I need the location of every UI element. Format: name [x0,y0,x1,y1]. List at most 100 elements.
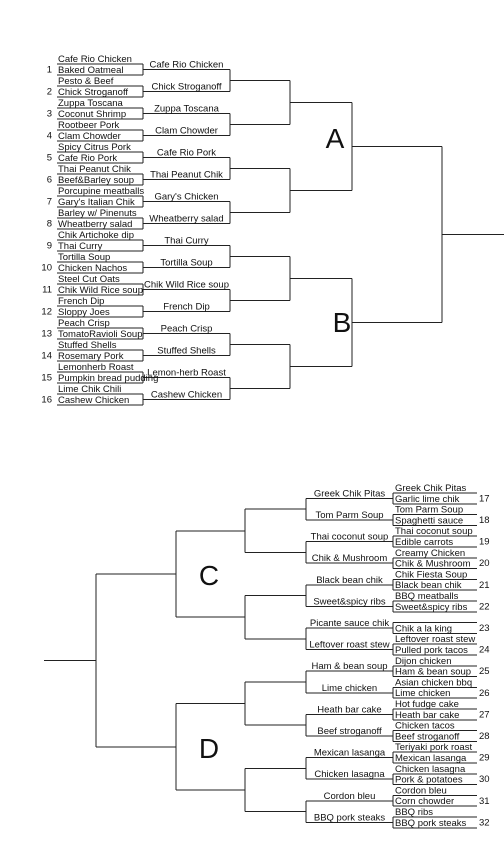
team-name: Cafe Rio Pork [58,153,117,164]
seed-number: 19 [479,537,490,548]
round2-team: Sweet&spicy ribs [313,596,386,607]
seed-number: 23 [479,623,490,634]
region-label-c: C [199,560,219,591]
team-name: Lime chicken [395,688,450,699]
round2-team: Chick Stroganoff [151,82,221,93]
seed-number: 24 [479,645,490,656]
team-name: BBQ meatballs [395,591,459,602]
round2-team: Thai Peanut Chik [150,170,223,181]
seed-number: 26 [479,688,490,699]
team-name: Baked Oatmeal [58,65,123,76]
team-name: Chik Wild Rice soup [58,285,143,296]
team-name: Chik & Mushroom [395,559,471,570]
round2-team: Zuppa Toscana [154,104,220,115]
team-name: French Dip [58,296,104,307]
round2-team: Tom Parm Soup [315,510,383,521]
round2-team: Black bean chik [316,575,383,586]
seed-number: 25 [479,666,490,677]
seed-number: 9 [47,241,52,252]
team-name: Heath bar cake [395,710,459,721]
team-name: Leftover roast stew [395,634,475,645]
seed-number: 5 [47,153,52,164]
team-name: Clam Chowder [58,131,121,142]
round2-team: Thai coconut soup [311,532,389,543]
round2-team: Lemon-herb Roast [147,368,226,379]
team-name: Thai Curry [58,241,103,252]
team-name: Ham & bean soup [395,667,471,678]
seed-number: 22 [479,601,490,612]
team-name: Chicken lasagna [395,764,466,775]
team-name: Greek Chik Pitas [395,483,467,494]
round2-team: Lime chicken [322,683,377,694]
team-name: Thai coconut soup [395,526,473,537]
seed-number: 12 [41,307,52,318]
team-name: Coconut Shrimp [58,109,126,120]
seed-number: 7 [47,197,52,208]
team-name: Pumpkin bread pudding [58,373,158,384]
team-name: Asian chicken bbq [395,677,472,688]
round2-team: Cashew Chicken [151,390,222,401]
seed-number: 21 [479,580,490,591]
round2-team: Chicken lasagna [314,769,385,780]
round2-team: Leftover roast stew [309,640,389,651]
round2-team: Thai Curry [164,236,209,247]
team-name: Black bean chik [395,580,462,591]
team-name: Cordon bleu [395,785,447,796]
team-name: Chik Artichoke dip [58,230,134,241]
seed-number: 18 [479,515,490,526]
team-name: Corn chowder [395,796,454,807]
team-name: Rootbeer Pork [58,120,120,131]
team-name: Mexican lasanga [395,753,467,764]
team-name: Rosemary Pork [58,351,124,362]
team-name: Chicken Nachos [58,263,127,274]
round2-team: Gary's Chicken [154,192,218,203]
team-name: Sweet&spicy ribs [395,602,468,613]
team-name: Zuppa Toscana [58,98,124,109]
team-name: Beef&Barley soup [58,175,134,186]
round2-team: Peach Crisp [161,324,213,335]
team-name: Hot fudge cake [395,699,459,710]
team-name: BBQ pork steaks [395,818,467,829]
team-name: Edible carrots [395,537,453,548]
round2-team: Stuffed Shells [157,346,216,357]
bottom-bracket-lines [44,492,477,829]
team-name: Pesto & Beef [58,76,114,87]
team-name: Chik Fiesta Soup [395,569,467,580]
team-name: Barley w/ Pinenuts [58,208,137,219]
round2-team: Cafe Rio Pork [157,148,216,159]
region-label-a: A [326,123,345,154]
seed-number: 32 [479,817,490,828]
round2-team: BBQ pork steaks [314,812,386,823]
team-name: Tortilla Soup [58,252,110,263]
seed-number: 6 [47,175,52,186]
round2-team: Wheatberry salad [149,214,223,225]
team-name: Steel Cut Oats [58,274,120,285]
seed-number: 30 [479,774,490,785]
team-name: Cashew Chicken [58,395,129,406]
team-name: Gary's Italian Chik [58,197,135,208]
round2-team: Cordon bleu [324,791,376,802]
seed-number: 4 [47,131,52,142]
team-name: Pulled pork tacos [395,645,468,656]
round2-team: Chik Wild Rice soup [144,280,229,291]
team-name: TomatoRavioli Soup [58,329,143,340]
team-name: Chick Stroganoff [58,87,128,98]
team-name: Lime Chik Chili [58,384,121,395]
team-name: Cafe Rio Chicken [58,54,132,65]
team-name: Stuffed Shells [58,340,117,351]
team-name: Thai Peanut Chik [58,164,131,175]
team-name: Spaghetti sauce [395,515,463,526]
seed-number: 20 [479,558,490,569]
round2-team: Beef stroganoff [317,726,382,737]
team-name: Pork & potatoes [395,775,463,786]
team-name: Tom Parm Soup [395,505,463,516]
seed-number: 31 [479,796,490,807]
region-label-d: D [199,733,219,764]
seed-number: 3 [47,109,52,120]
seed-number: 17 [479,493,490,504]
team-name: Sloppy Joes [58,307,110,318]
round2-team: French Dip [163,302,209,313]
seed-number: 16 [41,395,52,406]
